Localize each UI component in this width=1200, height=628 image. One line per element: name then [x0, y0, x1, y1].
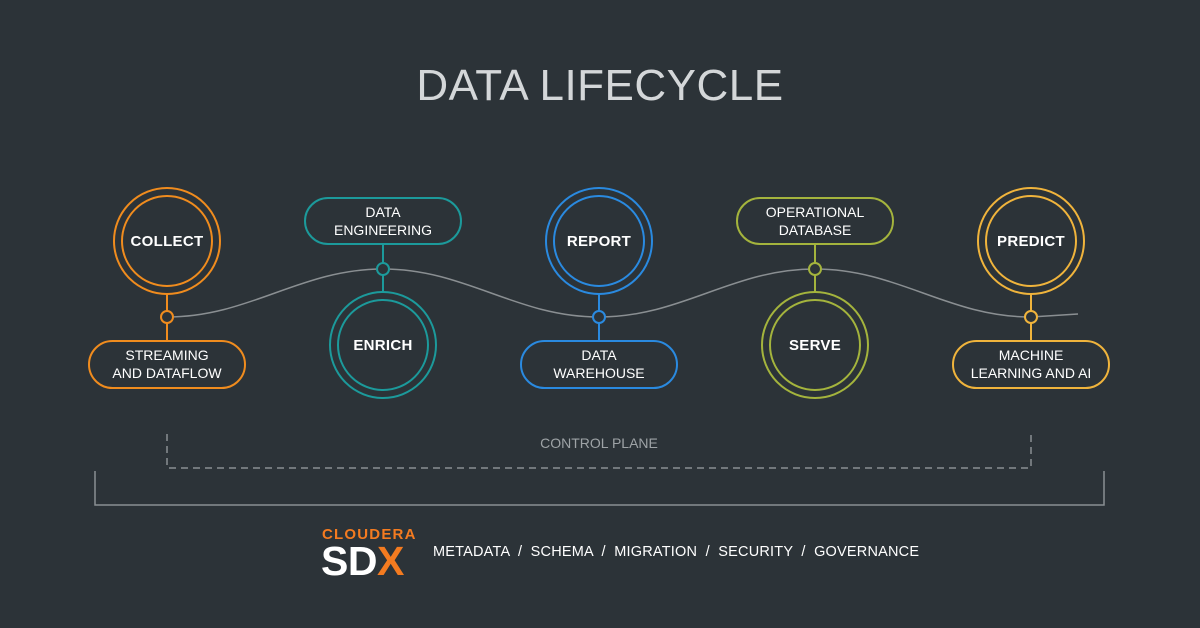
- sdx-wordmark: SDX: [321, 538, 404, 584]
- enrich-inner-ring: [337, 299, 429, 391]
- lifecycle-curve: [166, 268, 1079, 318]
- collect-pill-line-2: AND DATAFLOW: [112, 365, 222, 381]
- enrich-pill-line-2: ENGINEERING: [334, 222, 432, 238]
- collect-pill-line-1: STREAMING: [125, 347, 208, 363]
- serve-inner-ring: [769, 299, 861, 391]
- sdx-prefix: SD: [321, 538, 377, 584]
- collect-node: [160, 310, 174, 324]
- predict-outer-ring: [977, 187, 1085, 295]
- report-node: [592, 310, 606, 324]
- stage-serve: OPERATIONAL DATABASE SERVE: [736, 197, 894, 399]
- sdx-bracket: [94, 471, 1105, 506]
- report-pill-line-1: DATA: [581, 347, 617, 363]
- report-inner-ring: [553, 195, 645, 287]
- collect-label: COLLECT: [131, 233, 204, 250]
- enrich-outer-ring: [329, 291, 437, 399]
- serve-outer-ring: [761, 291, 869, 399]
- serve-label: SERVE: [789, 337, 841, 354]
- stage-report: REPORT DATA WAREHOUSE: [520, 187, 678, 389]
- sdx-services: METADATA / SCHEMA / MIGRATION / SECURITY…: [433, 544, 919, 560]
- predict-label: PREDICT: [997, 233, 1065, 250]
- predict-pill-line-1: MACHINE: [999, 347, 1064, 363]
- collect-outer-ring: [113, 187, 221, 295]
- report-label: REPORT: [567, 233, 631, 250]
- predict-pill: [952, 340, 1110, 389]
- report-pill: [520, 340, 678, 389]
- control-plane-label: CONTROL PLANE: [540, 435, 658, 451]
- enrich-pill: [304, 197, 462, 245]
- collect-pill: [88, 340, 246, 389]
- report-pill-line-2: WAREHOUSE: [553, 365, 644, 381]
- report-outer-ring: [545, 187, 653, 295]
- enrich-node: [376, 262, 390, 276]
- control-plane-bracket: [166, 434, 1032, 469]
- serve-pill-line-2: DATABASE: [779, 222, 852, 238]
- predict-pill-line-2: LEARNING AND AI: [971, 365, 1092, 381]
- stage-collect: COLLECT STREAMING AND DATAFLOW: [88, 187, 246, 389]
- predict-node: [1024, 310, 1038, 324]
- enrich-pill-line-1: DATA: [365, 204, 401, 220]
- page-title: DATA LIFECYCLE: [416, 61, 783, 110]
- serve-pill: [736, 197, 894, 245]
- stage-predict: PREDICT MACHINE LEARNING AND AI: [952, 187, 1110, 389]
- cloudera-sdx-logo: CLOUDERA SDX: [321, 526, 417, 584]
- collect-inner-ring: [121, 195, 213, 287]
- sdx-accent: X: [377, 538, 404, 584]
- serve-node: [808, 262, 822, 276]
- predict-inner-ring: [985, 195, 1077, 287]
- serve-pill-line-1: OPERATIONAL: [766, 204, 865, 220]
- stage-enrich: DATA ENGINEERING ENRICH: [304, 197, 462, 399]
- enrich-label: ENRICH: [353, 337, 412, 354]
- cloudera-wordmark: CLOUDERA: [322, 526, 417, 543]
